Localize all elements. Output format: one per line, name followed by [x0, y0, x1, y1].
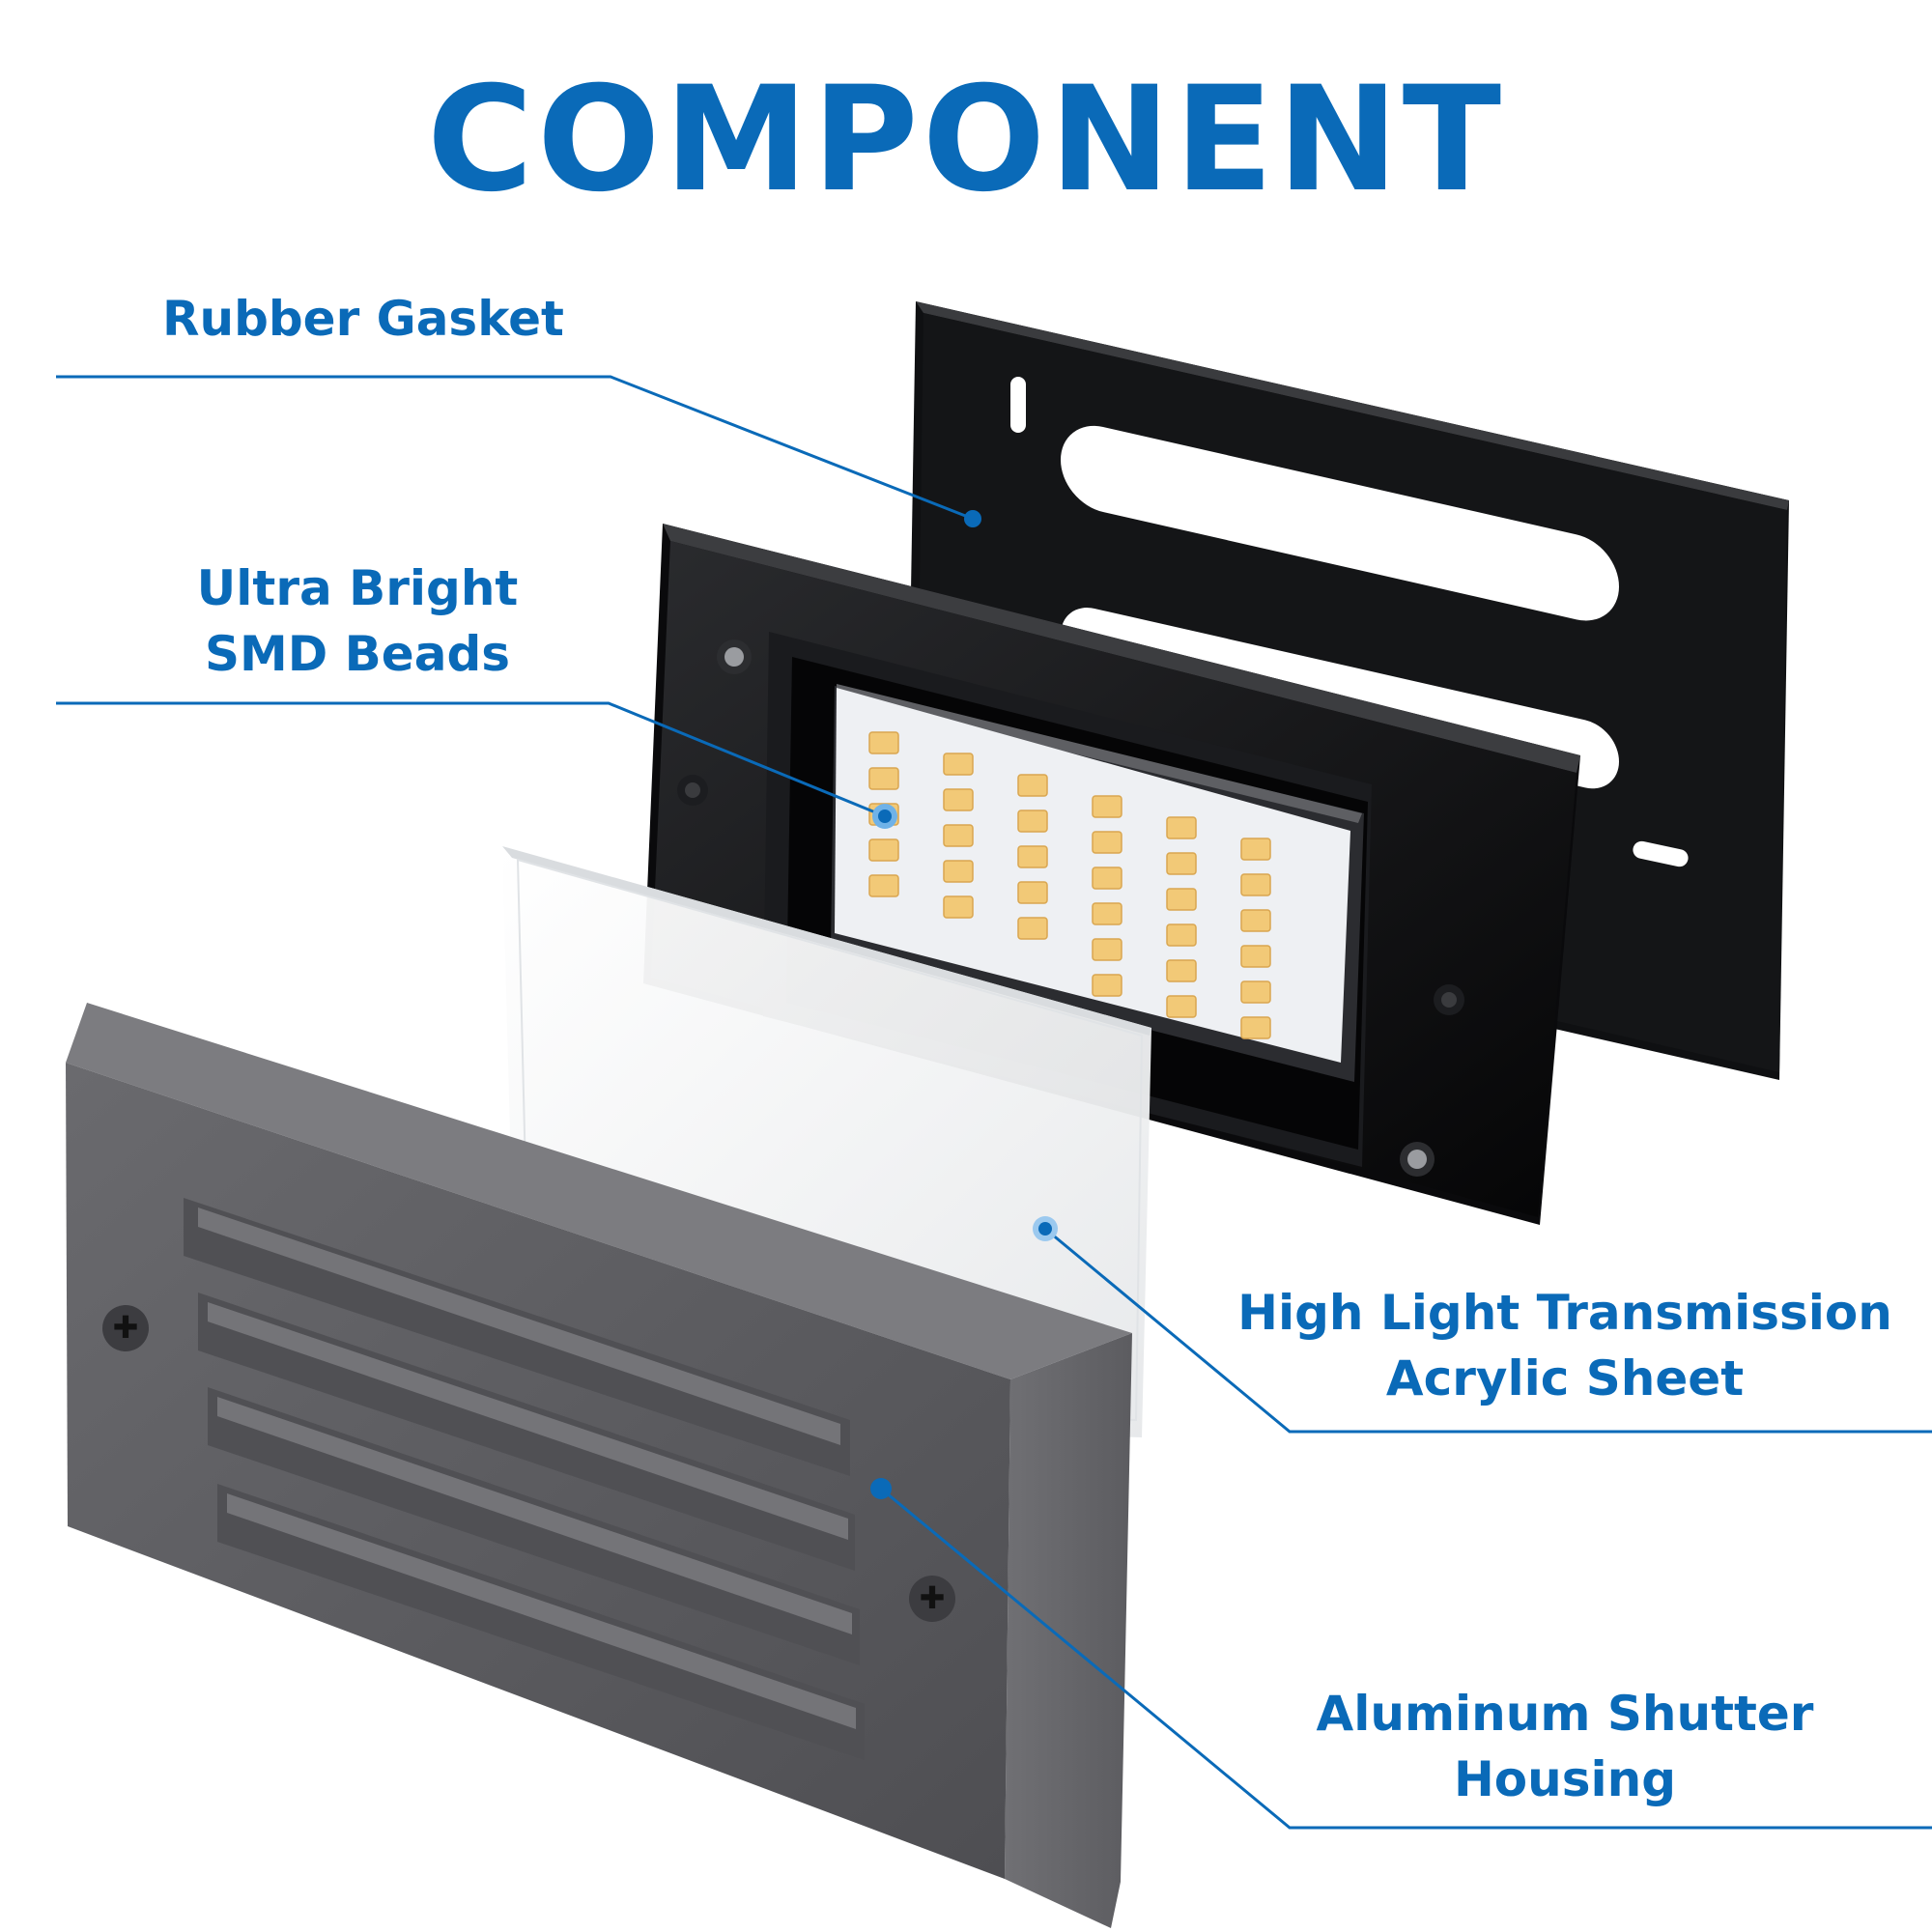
- smd-bead: [1017, 845, 1048, 868]
- led-panel: [835, 688, 1350, 1063]
- label-smd-beads-line2: SMD Beads: [205, 626, 510, 682]
- smd-bead: [943, 788, 974, 811]
- smd-bead: [1092, 831, 1122, 854]
- smd-bead: [868, 874, 899, 897]
- smd-bead: [1240, 909, 1271, 932]
- label-shutter-housing-line2: Housing: [1453, 1751, 1677, 1807]
- smd-bead: [1166, 888, 1197, 911]
- smd-bead: [1092, 795, 1122, 818]
- smd-bead: [1092, 974, 1122, 997]
- callout-dot-gasket: [964, 510, 981, 527]
- label-acrylic-sheet-line2: Acrylic Sheet: [1385, 1350, 1745, 1406]
- label-smd-beads-line1: Ultra Bright: [196, 560, 519, 616]
- smd-bead: [868, 767, 899, 790]
- smd-bead: [1240, 838, 1271, 861]
- smd-bead: [943, 824, 974, 847]
- callout-line-housing: [880, 1487, 1932, 1830]
- smd-bead: [1166, 995, 1197, 1018]
- callout-lines: [56, 375, 1932, 1830]
- svg-text:✚: ✚: [113, 1309, 139, 1346]
- label-shutter-housing-line1: Aluminum Shutter: [1316, 1686, 1814, 1742]
- smd-bead: [1240, 873, 1271, 896]
- callout-line-acrylic: [1044, 1227, 1932, 1434]
- label-rubber-gasket-line1: Rubber Gasket: [162, 291, 564, 347]
- callout-dots: [870, 510, 1058, 1499]
- smd-bead: [1166, 923, 1197, 947]
- callout-line-gasket: [56, 375, 974, 521]
- smd-bead: [868, 731, 899, 754]
- smd-bead: [1017, 774, 1048, 797]
- smd-bead: [1166, 852, 1197, 875]
- smd-bead: [943, 895, 974, 919]
- smd-bead: [943, 860, 974, 883]
- label-rubber-gasket: Rubber Gasket: [162, 286, 564, 352]
- label-smd-beads: Ultra Bright SMD Beads: [164, 555, 551, 687]
- label-acrylic-sheet-line1: High Light Transmission: [1237, 1285, 1892, 1341]
- smd-bead: [1017, 881, 1048, 904]
- smd-bead: [868, 838, 899, 862]
- page-title: COMPONENT: [426, 56, 1506, 224]
- smd-bead: [1092, 867, 1122, 890]
- callout-dot-housing: [870, 1478, 892, 1499]
- smd-bead: [943, 753, 974, 776]
- label-shutter-housing: Aluminum Shutter Housing: [1275, 1681, 1855, 1812]
- smd-bead: [1092, 938, 1122, 961]
- smd-bead: [1166, 816, 1197, 839]
- callout-dot-beads-core: [878, 810, 892, 823]
- smd-bead: [1017, 810, 1048, 833]
- smd-bead-grid: [868, 731, 1271, 1039]
- smd-bead: [1092, 902, 1122, 925]
- smd-bead: [1166, 959, 1197, 982]
- smd-bead: [1240, 945, 1271, 968]
- aluminum-shutter-housing-part: ✚ ✚: [66, 1003, 1132, 1928]
- label-acrylic-sheet: High Light Transmission Acrylic Sheet: [1227, 1280, 1903, 1411]
- callout-dot-acrylic-core: [1038, 1222, 1052, 1236]
- svg-text:✚: ✚: [920, 1579, 946, 1616]
- smd-bead: [1240, 1016, 1271, 1039]
- smd-bead: [1017, 917, 1048, 940]
- smd-bead: [1240, 980, 1271, 1004]
- callout-line-beads: [56, 701, 886, 818]
